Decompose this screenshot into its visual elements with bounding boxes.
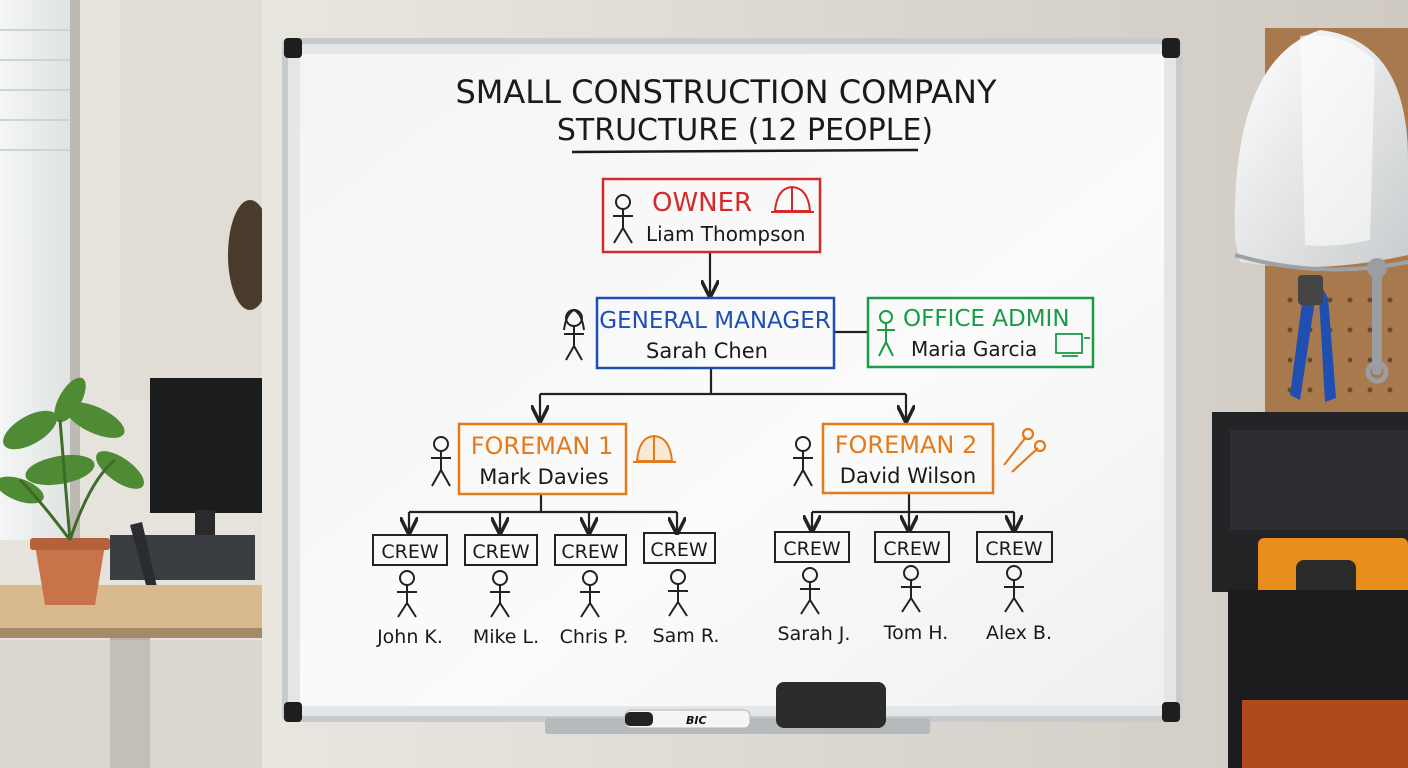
computer-icon — [1055, 333, 1090, 357]
whiteboard-surface — [300, 54, 1164, 706]
whiteboard: BIC — [282, 38, 1182, 734]
connectors — [409, 252, 1014, 533]
foreman1-name: Mark Davies — [479, 465, 609, 489]
crew1-group: CREW John K. CREW Mike L. CREW Chris P. — [372, 532, 720, 648]
stick-figure-icon — [613, 194, 633, 244]
hard-hat-icon — [633, 434, 676, 463]
crew-label: CREW — [472, 541, 529, 563]
crew-member-name: Sam R. — [653, 625, 720, 647]
plant-pot — [35, 545, 105, 605]
crew2-group: CREW Sarah J. CREW Tom H. CREW Alex B. — [774, 531, 1053, 645]
foreman1-role: FOREMAN 1 — [471, 432, 614, 460]
crew-label: CREW — [561, 541, 618, 563]
crew-member-name: Sarah J. — [778, 623, 851, 645]
office-admin-box: OFFICE ADMIN Maria Garcia — [866, 296, 1095, 369]
stick-figure-icon — [793, 436, 813, 487]
stick-figure-icon — [431, 436, 451, 487]
owner-role: OWNER — [652, 188, 752, 218]
office-background — [0, 0, 272, 768]
crew-label: CREW — [783, 538, 840, 560]
monitor — [150, 378, 265, 513]
hard-hat-icon — [771, 185, 814, 213]
general-manager-role: GENERAL MANAGER — [599, 308, 830, 334]
title-line-2: STRUCTURE (12 PEOPLE) — [557, 113, 933, 148]
desk — [0, 585, 270, 630]
crew-member-name: Chris P. — [560, 626, 629, 648]
crew-member: CREW Mike L. — [464, 534, 539, 648]
marker: BIC — [624, 709, 751, 729]
whiteboard-title: SMALL CONSTRUCTION COMPANY STRUCTURE (12… — [455, 73, 997, 154]
office-admin-name: Maria Garcia — [911, 337, 1037, 361]
toolbox — [1212, 412, 1408, 768]
printer — [110, 535, 255, 580]
crew-member: CREW Chris P. — [554, 534, 629, 648]
general-manager-box: GENERAL MANAGER Sarah Chen — [563, 296, 836, 370]
title-line-1: SMALL CONSTRUCTION COMPANY — [455, 73, 996, 111]
crew-member: CREW Alex B. — [976, 531, 1053, 644]
stick-figure-icon — [668, 569, 688, 617]
tool-area — [1212, 28, 1408, 768]
person-silhouette — [228, 200, 272, 310]
stick-figure-icon — [901, 565, 921, 613]
stick-figure-icon — [563, 308, 585, 361]
crew-member: CREW Sam R. — [643, 532, 720, 647]
stick-figure-icon — [580, 570, 600, 618]
stick-figure-icon — [800, 567, 820, 615]
foreman2-name: David Wilson — [840, 464, 976, 488]
eraser — [776, 682, 886, 728]
foreman1-box: FOREMAN 1 Mark Davies — [431, 422, 676, 496]
stick-figure-icon — [1004, 565, 1024, 613]
crew-member: CREW John K. — [372, 534, 448, 648]
general-manager-name: Sarah Chen — [646, 339, 768, 363]
office-admin-role: OFFICE ADMIN — [903, 306, 1070, 332]
crew-member-name: Alex B. — [986, 622, 1052, 644]
owner-name: Liam Thompson — [646, 222, 805, 246]
stick-figure-icon — [877, 310, 895, 357]
stick-figure-icon — [490, 570, 510, 618]
wrench — [1365, 258, 1389, 384]
owner-box: OWNER Liam Thompson — [601, 177, 822, 254]
title-underline — [571, 148, 919, 154]
crew-label: CREW — [650, 539, 707, 561]
wrench-icon — [1003, 427, 1047, 473]
crew-member-name: John K. — [376, 626, 443, 648]
foreman2-box: FOREMAN 2 David Wilson — [793, 422, 1047, 495]
marker-brand: BIC — [686, 714, 707, 727]
crew-label: CREW — [985, 538, 1042, 560]
foreman2-role: FOREMAN 2 — [835, 431, 978, 459]
crew-label: CREW — [883, 538, 940, 560]
hard-hat — [1234, 30, 1408, 272]
crew-member: CREW Tom H. — [874, 531, 950, 644]
crew-member: CREW Sarah J. — [774, 531, 851, 645]
crew-label: CREW — [381, 541, 438, 563]
crew-member-name: Tom H. — [883, 622, 949, 644]
stick-figure-icon — [397, 570, 417, 618]
pliers — [1290, 275, 1336, 402]
desk-phone — [130, 522, 160, 600]
crew-member-name: Mike L. — [473, 626, 539, 648]
